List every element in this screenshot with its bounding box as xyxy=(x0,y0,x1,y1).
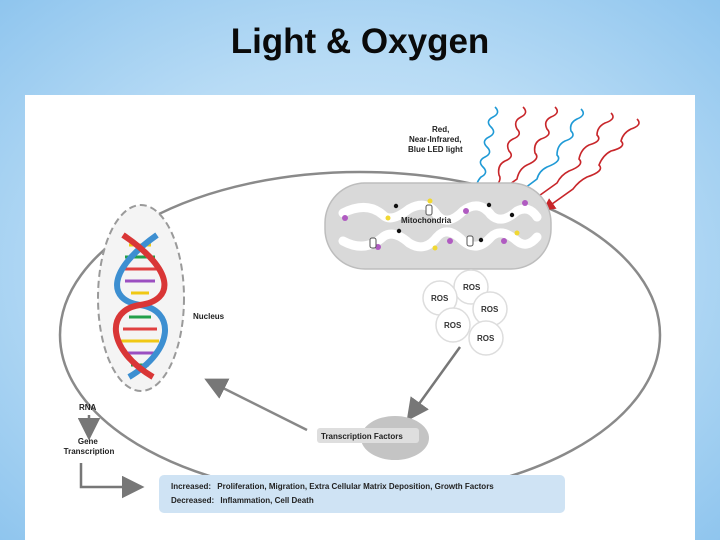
ros-label: ROS xyxy=(477,334,495,343)
decreased-value: Inflammation, Cell Death xyxy=(220,496,313,505)
rna-label: RNA xyxy=(79,403,97,412)
dna-helix xyxy=(113,232,168,380)
blue-wave xyxy=(510,108,585,199)
red-wave xyxy=(526,112,614,205)
light-label: Red, Near-Infrared, Blue LED light xyxy=(408,125,464,154)
slide-title: Light & Oxygen xyxy=(230,22,490,61)
ros-label: ROS xyxy=(431,294,449,303)
mitochondria-label: Mitochondria xyxy=(401,216,452,225)
increased-key: Increased: xyxy=(171,482,211,491)
light-waves xyxy=(468,106,640,211)
cell-diagram: Red, Near-Infrared, Blue LED light Mito xyxy=(58,106,662,513)
decreased-key: Decreased: xyxy=(171,496,214,505)
increased-line: Increased: Proliferation, Migration, Ext… xyxy=(171,482,494,491)
ros-label: ROS xyxy=(463,283,481,292)
increased-value: Proliferation, Migration, Extra Cellular… xyxy=(217,482,494,491)
ros-cluster: ROS ROS ROS ROS ROS xyxy=(422,269,508,356)
red-wave xyxy=(542,118,640,211)
ros-label: ROS xyxy=(444,321,462,330)
mitochondria: Mitochondria xyxy=(324,182,552,270)
nucleus: Nucleus xyxy=(97,204,225,392)
tf-to-nucleus-arrow xyxy=(204,378,308,432)
outcome-box: Increased: Proliferation, Migration, Ext… xyxy=(159,475,565,513)
ros-label: ROS xyxy=(481,305,499,314)
blue-wave xyxy=(468,106,499,201)
diagram-panel: Red, Near-Infrared, Blue LED light Mito xyxy=(25,95,695,540)
red-wave xyxy=(472,106,527,205)
ros-to-tf-arrow xyxy=(406,346,462,422)
gene-transcription-label: Gene Transcription xyxy=(64,437,115,456)
red-wave xyxy=(492,106,559,197)
nucleus-label: Nucleus xyxy=(193,312,225,321)
transcription-factors-label: Transcription Factors xyxy=(321,432,403,441)
transcription-factors: Transcription Factors xyxy=(317,416,429,460)
decreased-line: Decreased: Inflammation, Cell Death xyxy=(171,496,314,505)
gene-to-outcome-arrow xyxy=(79,463,145,499)
